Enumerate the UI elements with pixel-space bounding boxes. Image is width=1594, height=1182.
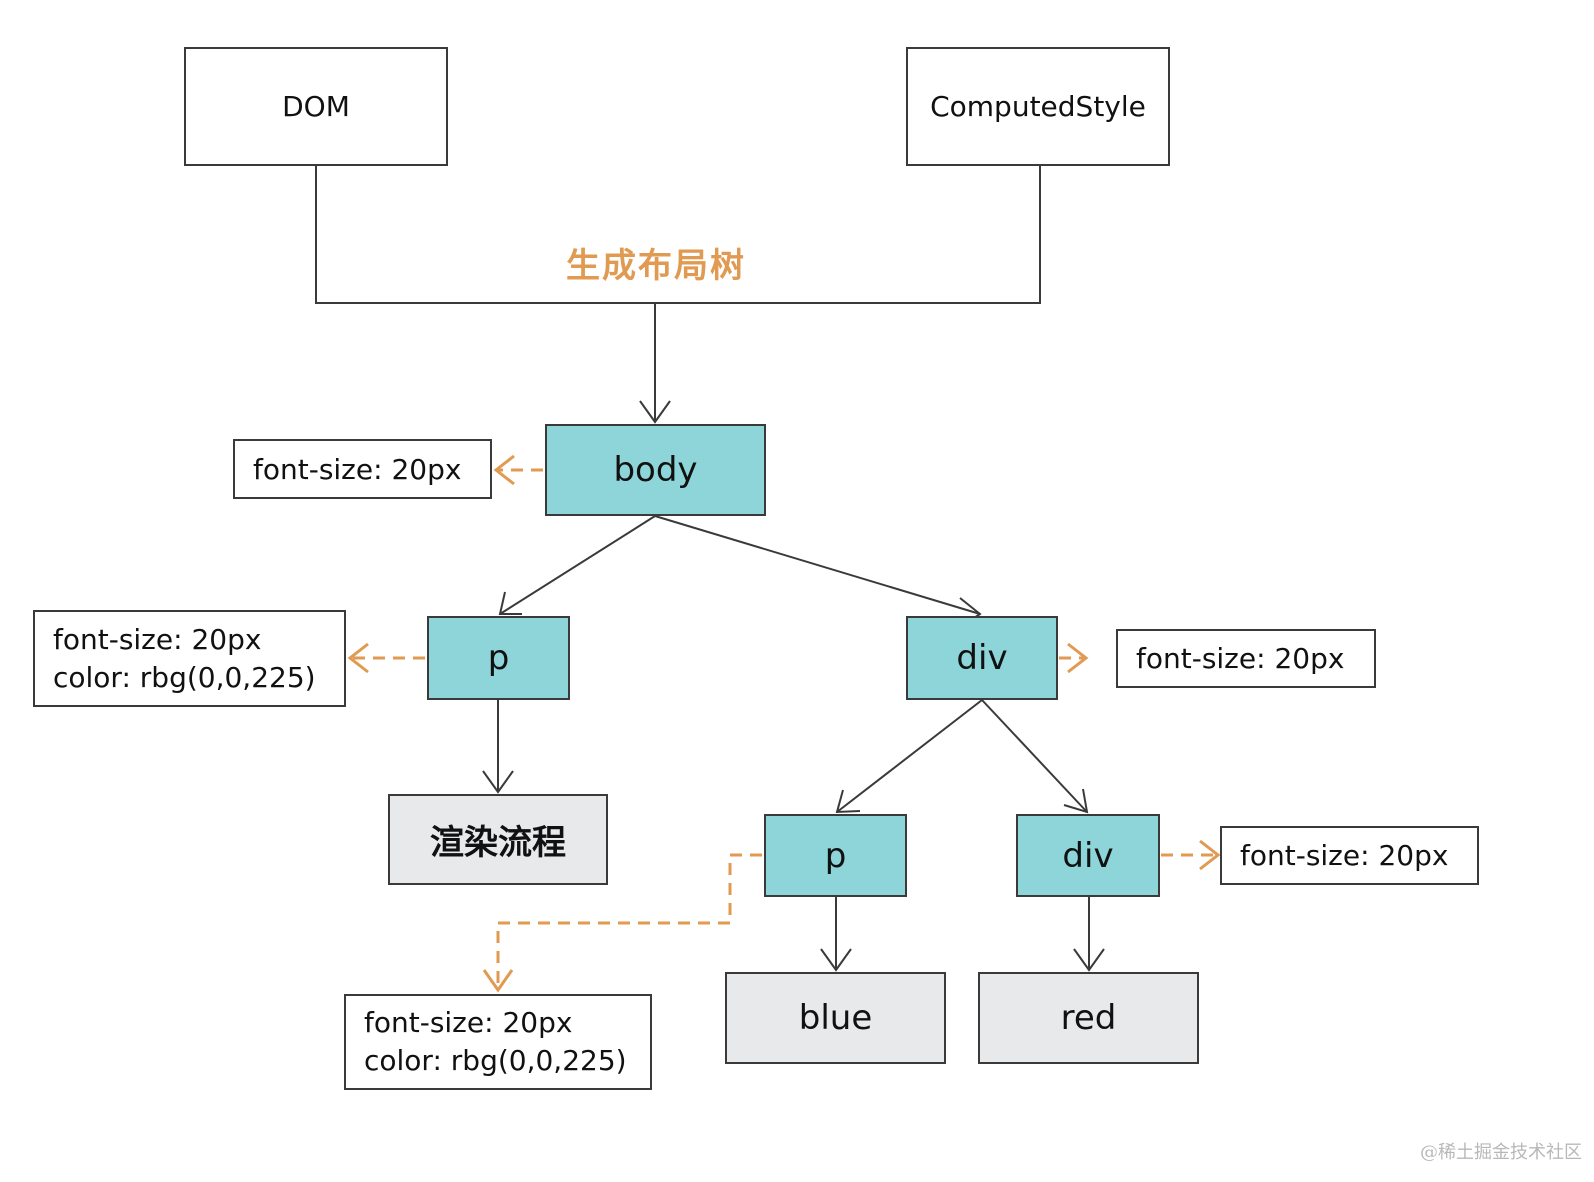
div-to-p-arrowhead: [835, 789, 861, 814]
node-p-nested: p: [764, 814, 907, 897]
node-div-label: div: [956, 638, 1008, 678]
node-body-label: body: [613, 450, 698, 490]
dom-box: DOM: [184, 47, 448, 166]
p-to-blue-arrowhead: [820, 948, 852, 972]
node-div: div: [906, 616, 1058, 700]
div-style-link-arrowhead: [1067, 642, 1089, 674]
body-to-div-arrow: [654, 515, 981, 615]
style-p-nested-line2: color: rbg(0,0,225): [364, 1044, 627, 1077]
text-node-rendering-label: 渲染流程: [430, 823, 566, 863]
body-style-link-arrowhead: [493, 454, 515, 486]
style-box-p: font-size: 20px color: rbg(0,0,225): [33, 610, 346, 707]
div2-style-link-arrowhead: [1199, 839, 1221, 871]
style-box-body: font-size: 20px: [233, 439, 492, 499]
div-to-p-arrow: [836, 699, 983, 813]
body-to-p-arrow: [499, 515, 656, 615]
watermark: @稀土掘金技术社区: [1420, 1142, 1582, 1163]
text-node-red: red: [978, 972, 1199, 1064]
style-p-line2: color: rbg(0,0,225): [53, 660, 316, 694]
text-node-blue-label: blue: [798, 998, 873, 1038]
style-box-p-nested: font-size: 20px color: rbg(0,0,225): [344, 994, 652, 1090]
p-style-link-arrowhead: [347, 642, 369, 674]
computed-style-box: ComputedStyle: [906, 47, 1170, 166]
node-div-nested: div: [1016, 814, 1160, 897]
style-p-line1: font-size: 20px: [53, 622, 262, 656]
dom-label: DOM: [282, 90, 350, 123]
style-div-line1: font-size: 20px: [1136, 642, 1345, 675]
div-to-div-arrowhead: [1063, 788, 1089, 814]
p2-style-link: [496, 853, 762, 990]
node-body: body: [545, 424, 766, 516]
div-to-red-arrowhead: [1073, 948, 1105, 972]
node-p-nested-label: p: [824, 835, 847, 876]
text-node-blue: blue: [725, 972, 946, 1064]
style-box-div-nested: font-size: 20px: [1220, 826, 1479, 885]
style-body-line1: font-size: 20px: [253, 452, 462, 486]
body-to-p-arrowhead: [498, 591, 522, 615]
node-div-nested-label: div: [1062, 835, 1114, 876]
stage-label: 生成布局树: [566, 246, 746, 286]
merge-to-body-arrowhead: [639, 400, 671, 424]
dom-merge-line: [315, 166, 1041, 304]
node-p-label: p: [487, 638, 510, 678]
node-p: p: [427, 616, 570, 700]
p2-style-link-arrowhead: [482, 969, 514, 993]
text-node-red-label: red: [1060, 998, 1117, 1038]
style-box-div: font-size: 20px: [1116, 629, 1376, 688]
style-div-nested-line1: font-size: 20px: [1240, 839, 1449, 872]
style-p-nested-line1: font-size: 20px: [364, 1006, 573, 1039]
div-to-div-arrow: [981, 699, 1088, 813]
text-node-rendering: 渲染流程: [388, 794, 608, 885]
p-to-text-arrowhead: [482, 770, 514, 794]
computed-style-label: ComputedStyle: [930, 90, 1146, 123]
